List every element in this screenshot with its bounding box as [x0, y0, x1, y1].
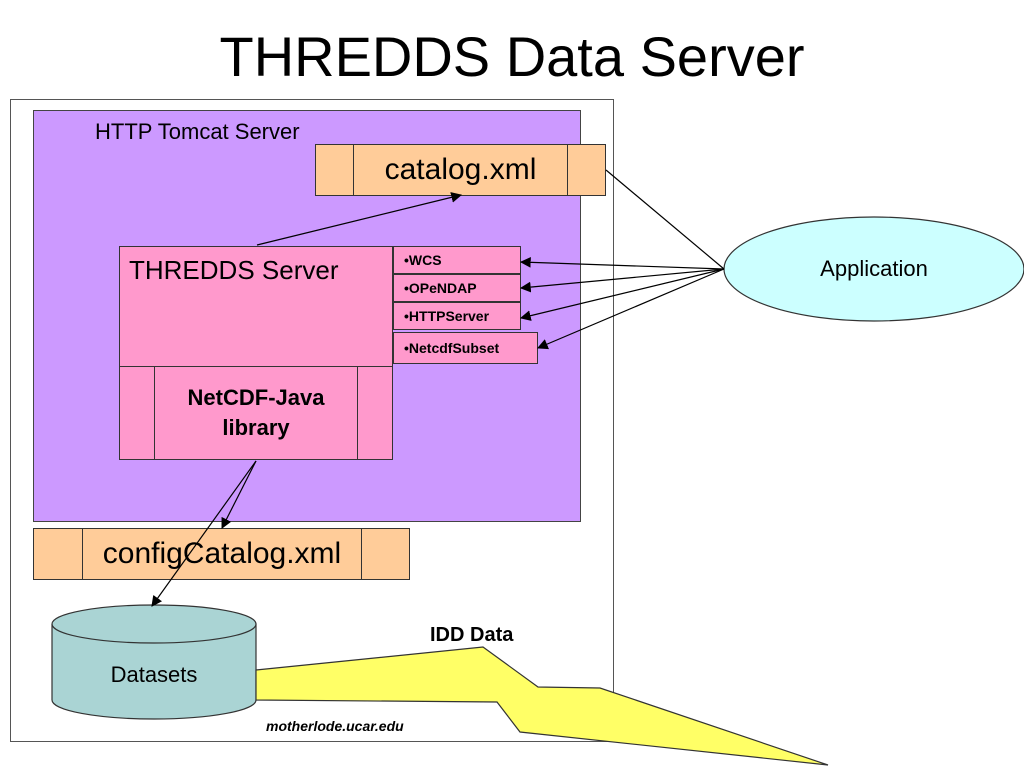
arrow-app-to-netcdfsubset	[537, 268, 725, 350]
thredds-server-label: THREDDS Server	[129, 255, 339, 285]
arrow-netcdf-to-datasets	[151, 460, 257, 607]
netcdf-java-left-cap	[120, 367, 155, 459]
application-label: Application	[820, 256, 928, 281]
datasets-label: Datasets	[110, 662, 198, 687]
page-title: THREDDS Data Server	[219, 25, 805, 88]
arrow-app-to-httpserver	[519, 268, 725, 321]
host-label: motherlode.ucar.edu	[266, 718, 404, 734]
datasets-cylinder	[51, 604, 257, 720]
arrow-netcdf-to-configcatalog	[221, 460, 257, 529]
idd-lightning-bolt	[255, 646, 829, 766]
service-netcdfsubset: •NetcdfSubset	[393, 332, 538, 364]
service-httpserver: •HTTPServer	[393, 302, 521, 330]
catalog-xml-box: catalog.xml	[315, 144, 606, 196]
catalog-xml-left-cap	[316, 145, 354, 195]
netcdf-java-right-cap	[357, 367, 392, 459]
line-catalog-to-application	[605, 169, 725, 270]
catalog-xml-label: catalog.xml	[384, 153, 537, 186]
config-catalog-label: configCatalog.xml	[102, 537, 342, 570]
catalog-xml-right-cap	[567, 145, 605, 195]
arrow-app-to-opendap	[519, 268, 725, 293]
config-catalog-xml-box: configCatalog.xml	[33, 528, 410, 580]
tomcat-server-label: HTTP Tomcat Server	[95, 119, 300, 144]
arrow-thredds-to-catalog	[256, 192, 463, 246]
arrow-app-to-wcs	[519, 256, 725, 270]
service-wcs: •WCS	[393, 246, 521, 274]
netcdf-java-line2: library	[222, 415, 290, 440]
netcdf-java-library-box: NetCDF-Java library	[119, 366, 393, 460]
idd-data-label: IDD Data	[430, 624, 514, 646]
netcdf-java-label: NetCDF-Java library	[155, 367, 357, 459]
netcdf-java-line1: NetCDF-Java	[187, 385, 325, 410]
config-catalog-right-cap	[361, 529, 409, 579]
config-catalog-left-cap	[34, 529, 83, 579]
